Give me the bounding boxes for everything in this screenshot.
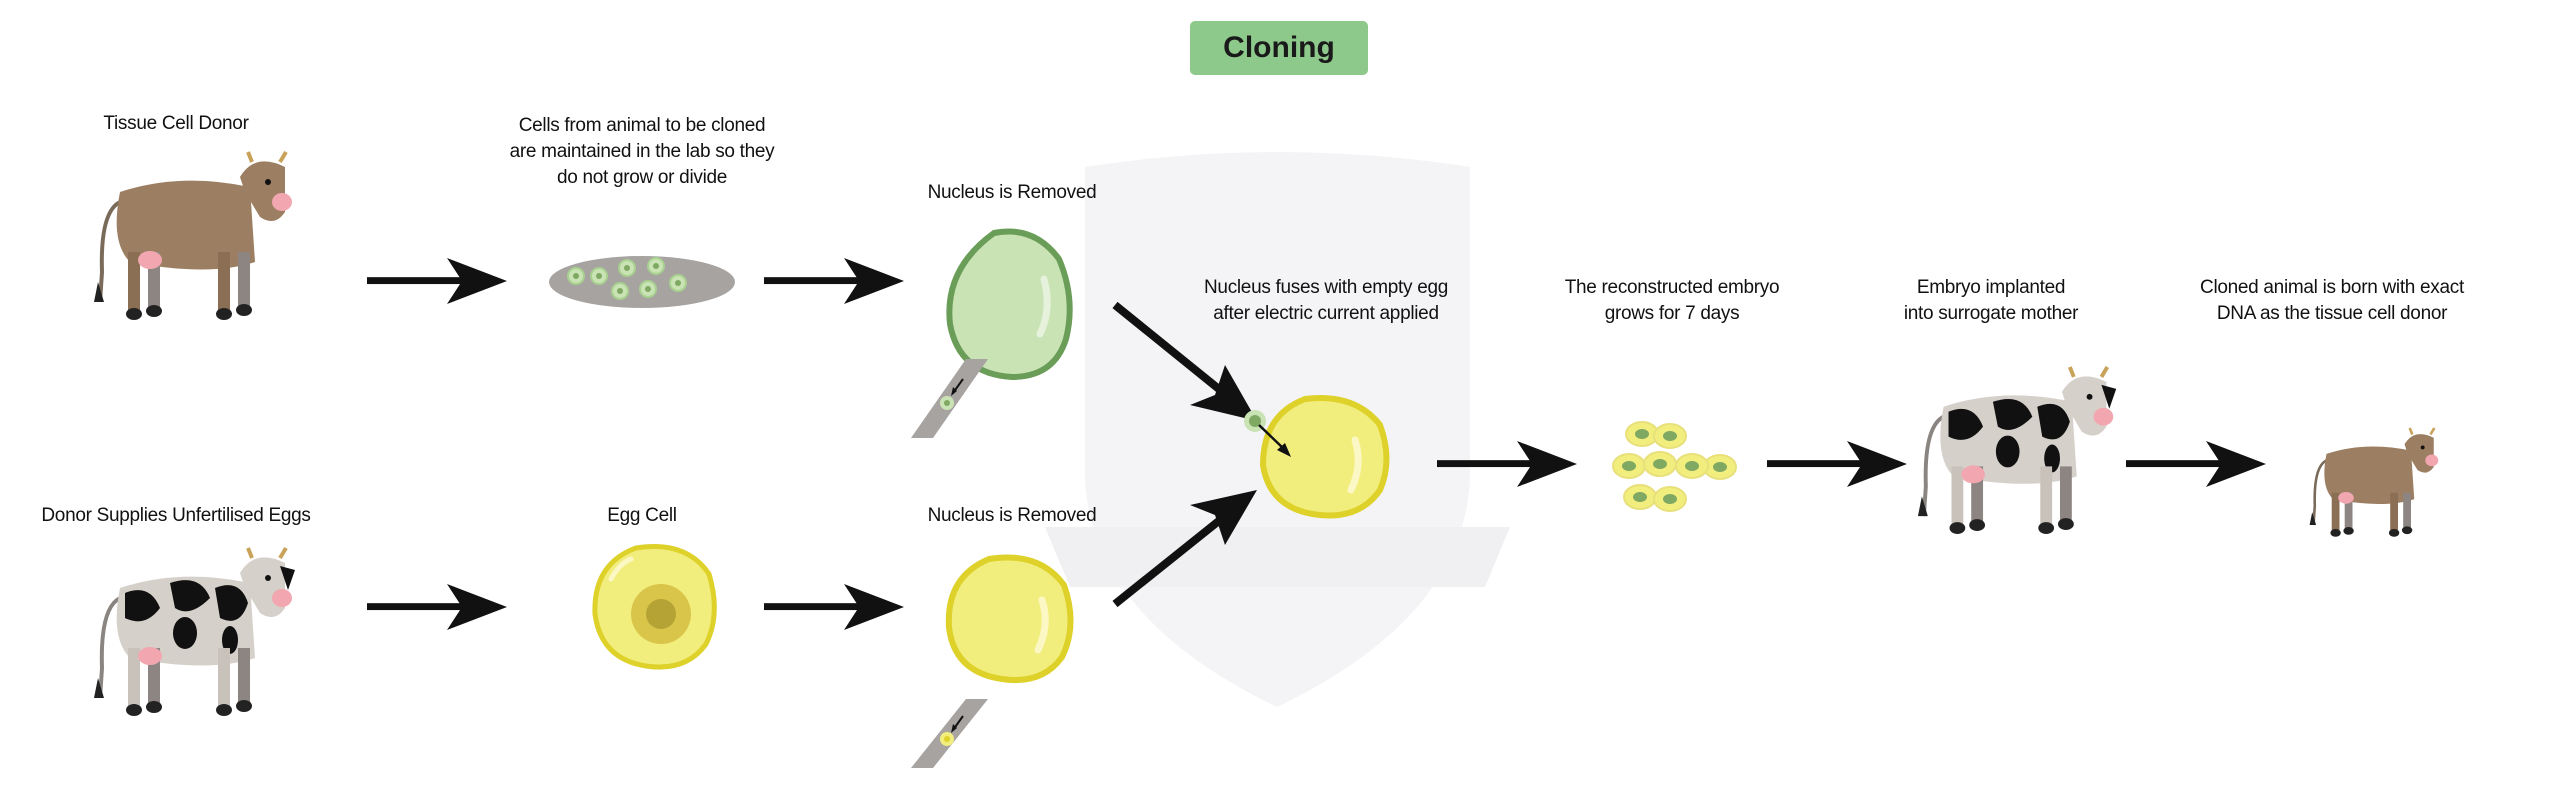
arrow-right — [367, 584, 507, 630]
label-line: Cloned animal is born with exact — [2200, 277, 2464, 298]
label-line: Cells from animal to be cloned — [518, 115, 766, 136]
arrow-right — [764, 584, 904, 630]
arrow-right — [1437, 441, 1577, 487]
arrow-right — [367, 258, 507, 304]
label-tissue-donor: Tissue Cell Donor — [103, 113, 249, 134]
fused-egg-cell — [1244, 395, 1390, 519]
label-cells-maintained: Cells from animal to be cloned are maint… — [510, 113, 775, 191]
arrow-diagonal-down — [1112, 301, 1257, 421]
micropipette-bottom — [911, 699, 988, 768]
arrow-right — [764, 258, 904, 304]
cloned-cow — [2307, 427, 2450, 538]
label-line: Embryo implanted — [1916, 277, 2066, 298]
arrow-right-graphic — [2126, 441, 2266, 487]
label-line: do not grow or divide — [556, 167, 728, 188]
label-line: are maintained in the lab so they — [509, 141, 775, 162]
label-nucleus-removed-top: Nucleus is Removed — [927, 182, 1097, 203]
surrogate-cow — [1914, 365, 2131, 536]
micropipette-top — [911, 359, 988, 438]
label-egg-cell: Egg Cell — [607, 505, 677, 526]
green-body-cell — [946, 228, 1073, 381]
label-line: grows for 7 days — [1604, 303, 1740, 324]
arrow-right-graphic — [367, 258, 507, 304]
embryo-cell-cluster — [1612, 421, 1737, 512]
label-embryo-grows: The reconstructed embryo grows for 7 day… — [1565, 275, 1780, 327]
label-nucleus-removed-bottom: Nucleus is Removed — [927, 505, 1097, 526]
arrow-right-graphic — [1767, 441, 1907, 487]
tissue-donor-cow-graphic — [94, 150, 292, 320]
arrow-right — [2126, 441, 2266, 487]
label-line: DNA as the tissue cell donor — [2216, 303, 2448, 324]
petri-dish — [549, 256, 735, 308]
label-line: The reconstructed embryo — [1564, 277, 1780, 298]
arrow-right-graphic — [1437, 441, 1577, 487]
arrow-right — [1767, 441, 1907, 487]
arrow-right-graphic — [764, 258, 904, 304]
tissue-donor-cow — [90, 150, 310, 322]
label-line: Nucleus fuses with empty egg — [1204, 277, 1448, 298]
egg-donor-cow — [90, 546, 310, 718]
enucleated-egg-cell — [945, 554, 1074, 683]
egg-cell — [592, 543, 717, 670]
arrow-diagonal-up — [1112, 490, 1257, 608]
arrow-right-graphic — [367, 584, 507, 630]
egg-donor-cow-graphic — [94, 546, 295, 716]
label-cloned-born: Cloned animal is born with exact DNA as … — [2200, 275, 2464, 327]
label-egg-donor: Donor Supplies Unfertilised Eggs — [41, 505, 311, 526]
label-line: into surrogate mother — [1903, 303, 2079, 324]
label-nucleus-fuses: Nucleus fuses with empty egg after elect… — [1204, 275, 1448, 327]
arrow-right-graphic — [764, 584, 904, 630]
label-embryo-implanted: Embryo implanted into surrogate mother — [1903, 275, 2079, 327]
label-line: after electric current applied — [1213, 303, 1439, 324]
surrogate-cow-graphic — [1917, 365, 2117, 535]
page-title: Cloning — [1190, 21, 1368, 75]
cloned-cow-graphic — [2309, 427, 2439, 537]
